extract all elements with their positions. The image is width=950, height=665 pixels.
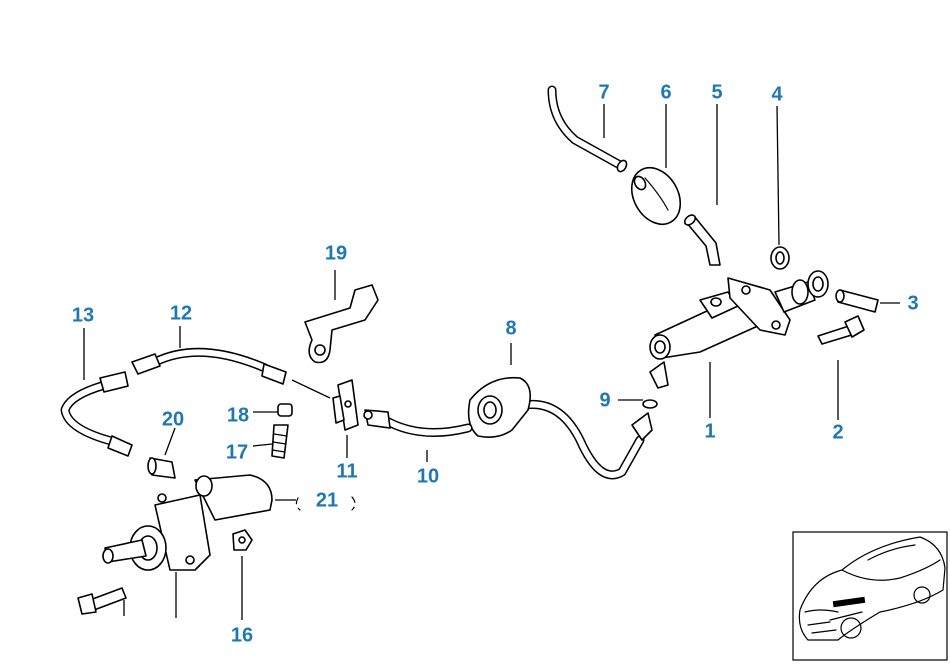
callout-8[interactable]: 8 xyxy=(505,317,517,340)
part-4-seal-ring[interactable] xyxy=(770,246,790,270)
callout-3[interactable]: 3 xyxy=(907,292,919,315)
part-21-dashed-ring xyxy=(295,496,356,511)
part-12-line[interactable] xyxy=(131,347,287,385)
part-17-bleed-screw[interactable] xyxy=(271,424,289,459)
callout-18[interactable]: 18 xyxy=(226,404,250,427)
leader-lines xyxy=(83,104,900,620)
callout-6[interactable]: 6 xyxy=(660,81,672,104)
callout-16[interactable]: 16 xyxy=(230,624,254,647)
callout-12[interactable]: 12 xyxy=(169,302,193,325)
callout-13[interactable]: 13 xyxy=(71,304,95,327)
callout-17[interactable]: 17 xyxy=(225,441,249,464)
part-11-clip[interactable] xyxy=(332,379,359,431)
part-9-o-ring[interactable] xyxy=(642,399,658,409)
pipe-8-to-9[interactable] xyxy=(520,399,653,480)
car-location-thumbnail[interactable] xyxy=(792,531,948,661)
part-18-cap[interactable] xyxy=(277,403,293,417)
part-5-elbow-fitting[interactable] xyxy=(683,213,721,266)
part-20-fitting[interactable] xyxy=(147,457,176,479)
part-2-bolt[interactable] xyxy=(817,315,865,345)
callout-7[interactable]: 7 xyxy=(598,81,610,104)
callout-19[interactable]: 19 xyxy=(324,242,348,265)
part-6-grommet[interactable] xyxy=(622,159,690,233)
part-7-pipe[interactable] xyxy=(547,85,628,173)
callout-5[interactable]: 5 xyxy=(711,81,723,104)
callout-9[interactable]: 9 xyxy=(599,389,611,412)
bolt-lower-left[interactable] xyxy=(77,587,127,615)
part-13-hose[interactable] xyxy=(60,371,133,457)
part-19-bracket[interactable] xyxy=(304,284,379,364)
part-8-grommet[interactable] xyxy=(467,376,531,438)
callout-4[interactable]: 4 xyxy=(771,83,783,106)
callout-11[interactable]: 11 xyxy=(336,460,358,483)
callout-2[interactable]: 2 xyxy=(832,421,844,444)
slave-cylinder[interactable] xyxy=(102,474,273,571)
part-16-nut[interactable] xyxy=(232,529,253,551)
part-1-clutch-master-cylinder[interactable] xyxy=(649,270,829,389)
part-10-hose[interactable] xyxy=(363,409,473,437)
part-3-pin[interactable] xyxy=(835,289,879,313)
callout-20[interactable]: 20 xyxy=(161,408,185,431)
callout-21[interactable]: 21 xyxy=(315,489,339,512)
callout-10[interactable]: 10 xyxy=(416,465,440,488)
callout-1[interactable]: 1 xyxy=(704,420,716,443)
